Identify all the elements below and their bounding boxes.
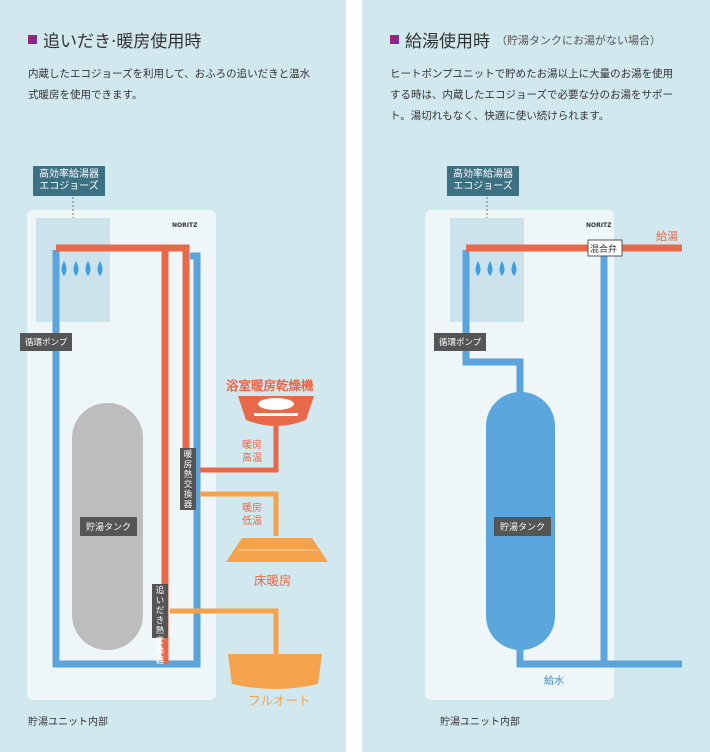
- left-caption: 貯湯ユニット内部: [28, 717, 108, 728]
- right-desc-line2: する時は、内蔵したエコジョーズで必要な分のお湯をサポー: [390, 89, 673, 101]
- heating-high-line1: 暖房: [242, 440, 262, 451]
- right-description: ヒートポンプユニットで貯めたお湯以上に大量のお湯を使用 する時は、内蔵したエコジ…: [390, 64, 673, 127]
- heater-tag-right: 高効率給湯器 エコジョーズ: [447, 166, 519, 196]
- left-title: 追いだき·暖房使用時: [28, 27, 201, 52]
- left-desc-line2: 式暖房を使用できます。: [28, 89, 143, 101]
- right-desc-line3: ト。湯切れもなく、快適に使い続けられます。: [390, 110, 610, 122]
- cold-pipe-right-1: [462, 250, 524, 392]
- bath-dryer-slot-icon: [254, 413, 298, 416]
- heating-heat-exchanger: 暖房熱交換器: [180, 448, 196, 510]
- right-title: 給湯使用時 （貯湯タンクにお湯がない場合）: [390, 27, 661, 52]
- heating-high-pipe: [200, 422, 279, 473]
- title-marker-icon: [28, 35, 37, 44]
- bathtub-icon: [228, 654, 322, 689]
- brand-logo-left: NORITZ: [172, 222, 198, 229]
- tank-label-right: 貯湯タンク: [494, 517, 552, 536]
- left-desc-line1: 内蔵したエコジョーズを利用して、おふろの追いだきと温水: [28, 68, 311, 80]
- heater-tag-line2: エコジョーズ: [39, 181, 99, 192]
- reheat-heat-exchanger: 追いだき熱交換器: [152, 584, 168, 666]
- right-title-sub: （貯湯タンクにお湯がない場合）: [496, 33, 661, 47]
- cold-pipe-right-2: [516, 650, 682, 668]
- heating-low-line2: 低温: [242, 516, 262, 527]
- pump-label-right: 循環ポンプ: [434, 333, 487, 351]
- water-supply-label: 給水: [544, 676, 564, 687]
- heating-low-line1: 暖房: [242, 503, 262, 514]
- tank-label-left: 貯湯タンク: [80, 517, 138, 536]
- heating-low-pipe: [200, 491, 279, 536]
- heating-high-label: 暖房 高温: [242, 439, 262, 465]
- pump-label-left: 循環ポンプ: [20, 333, 73, 351]
- heater-tag-line1: 高効率給湯器: [453, 169, 513, 180]
- heater-tag-line2: エコジョーズ: [453, 181, 513, 192]
- flame-icon: [61, 261, 103, 276]
- mixing-valve-box: [587, 239, 623, 257]
- reheat-pipe: [170, 608, 279, 654]
- title-marker-icon: [390, 35, 399, 44]
- panel-divider: [346, 0, 362, 752]
- right-caption: 貯湯ユニット内部: [440, 717, 520, 728]
- brand-logo-right: NORITZ: [586, 222, 612, 229]
- left-title-text: 追いだき·暖房使用時: [43, 32, 202, 52]
- right-title-text: 給湯使用時: [405, 32, 490, 52]
- heating-low-label: 暖房 低温: [242, 502, 262, 528]
- heating-high-line2: 高温: [242, 453, 262, 464]
- left-description: 内蔵したエコジョーズを利用して、おふろの追いだきと温水 式暖房を使用できます。: [28, 64, 310, 106]
- floor-heating-label: 床暖房: [254, 573, 292, 588]
- hot-water-label: 給湯: [656, 230, 678, 243]
- bath-dryer-icon: [238, 396, 314, 426]
- hot-pipe-left-2: [165, 244, 190, 478]
- heater-tag-left: 高効率給湯器 エコジョーズ: [33, 166, 105, 196]
- bath-dryer-label: 浴室暖房乾燥機: [226, 378, 314, 393]
- mixing-valve-label: 混合弁: [590, 245, 618, 255]
- cold-loop-left: [52, 250, 201, 668]
- full-auto-label: フルオート: [248, 693, 311, 708]
- flame-icon: [475, 261, 517, 276]
- bath-dryer-vent-icon: [258, 398, 294, 410]
- right-desc-line1: ヒートポンプユニットで貯めたお湯以上に大量のお湯を使用: [390, 68, 674, 80]
- heater-tag-line1: 高効率給湯器: [39, 169, 99, 180]
